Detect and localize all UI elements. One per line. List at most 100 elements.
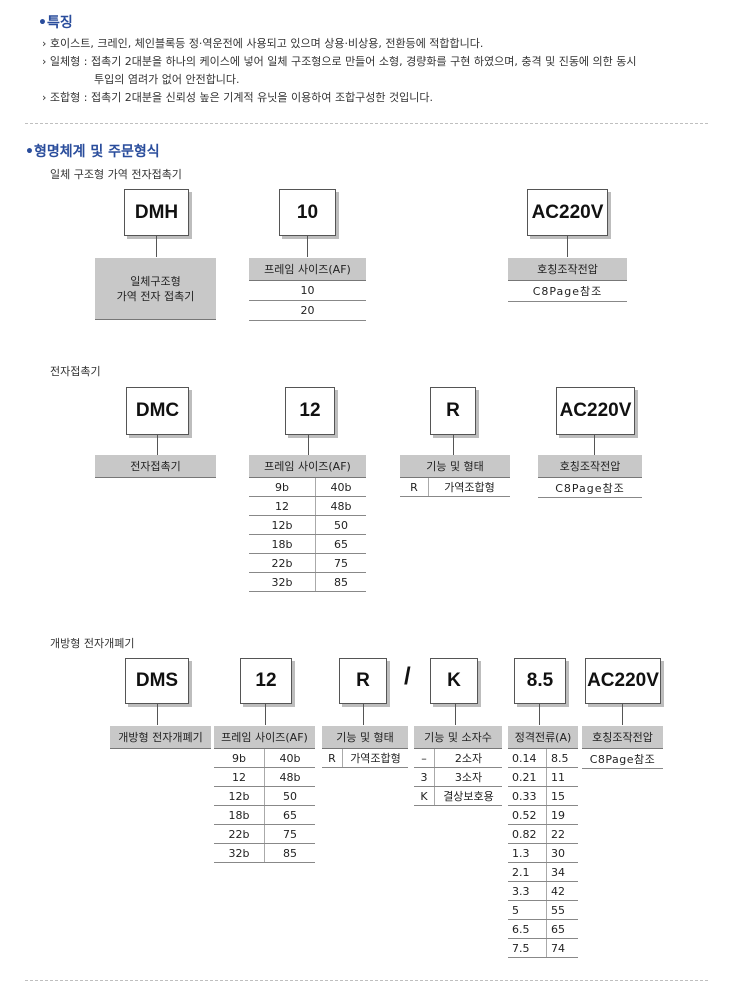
contactor-subtitle: 전자접촉기 xyxy=(50,365,101,378)
function-box: R xyxy=(430,387,476,435)
current-box: 8.5 xyxy=(514,658,566,704)
frame-cell: 32b xyxy=(249,572,316,592)
feature-line-3: › 조합형 : 접촉기 2대분을 신뢰성 높은 기계적 유닛을 이용하여 조합구… xyxy=(42,91,434,104)
function-code: R xyxy=(322,749,343,768)
connector xyxy=(265,703,266,725)
current-max: 55 xyxy=(546,900,578,920)
contacts-code: 3 xyxy=(414,767,435,787)
frame-cell: 75 xyxy=(315,553,366,573)
model-box-dmh: DMH xyxy=(124,189,189,236)
frame-cell: 12b xyxy=(249,515,316,535)
table-row: –2소자 xyxy=(414,749,502,768)
slash-separator: / xyxy=(404,663,411,690)
function-header: 기능 및 형태 xyxy=(400,455,510,478)
connector xyxy=(156,235,157,257)
connector xyxy=(567,235,568,257)
frame-cell: 9b xyxy=(214,749,265,768)
open-type-subtitle: 개방형 전자개폐기 xyxy=(50,637,135,650)
contacts-header: 기능 및 소자수 xyxy=(414,726,502,749)
frame-cell: 48b xyxy=(264,767,315,787)
feature-line-1: › 호이스트, 크레인, 체인블록등 정·역운전에 사용되고 있으며 상용·비상… xyxy=(42,37,484,50)
model-box-dms: DMS xyxy=(125,658,189,704)
current-header: 정격전류(A) xyxy=(508,726,578,749)
voltage-box: AC220V xyxy=(556,387,635,435)
connector xyxy=(594,434,595,455)
current-min: 0.52 xyxy=(508,805,547,825)
frame-cell: 12 xyxy=(214,767,265,787)
contacts-desc: 3소자 xyxy=(434,767,502,787)
frame-cell: 50 xyxy=(315,515,366,535)
frame-size-header: 프레임 사이즈(AF) xyxy=(249,258,366,281)
function-header: 기능 및 형태 xyxy=(322,726,408,749)
features-title: •특징 xyxy=(38,15,73,31)
connector xyxy=(622,703,623,725)
current-min: 7.5 xyxy=(508,938,547,958)
frame-cell: 40b xyxy=(264,749,315,768)
connector xyxy=(157,703,158,725)
current-min: 0.33 xyxy=(508,786,547,806)
frame-value: 10 xyxy=(249,281,366,301)
connector xyxy=(539,703,540,725)
connector xyxy=(307,235,308,257)
contacts-code: – xyxy=(414,749,435,768)
current-max: 74 xyxy=(546,938,578,958)
current-min: 0.14 xyxy=(508,749,547,768)
current-max: 19 xyxy=(546,805,578,825)
frame-cell: 40b xyxy=(315,478,366,497)
frame-cell: 48b xyxy=(315,496,366,516)
function-box: R xyxy=(339,658,387,704)
frame-cell: 75 xyxy=(264,824,315,844)
voltage-ref: C8Page참조 xyxy=(582,749,663,769)
feature-line-2-cont: 투입의 염려가 없어 안전합니다. xyxy=(94,73,240,86)
current-max: 65 xyxy=(546,919,578,939)
current-max: 8.5 xyxy=(546,749,578,768)
voltage-header: 호칭조작전압 xyxy=(582,726,663,749)
contactor-desc: 전자접촉기 xyxy=(95,455,216,478)
divider xyxy=(25,980,708,981)
frame-cell: 18b xyxy=(249,534,316,554)
feature-line-2: › 일체형 : 접촉기 2대분을 하나의 케이스에 넣어 일체 구조형으로 만들… xyxy=(42,55,637,68)
connector xyxy=(157,434,158,455)
voltage-box: AC220V xyxy=(527,189,608,236)
function-desc: 가역조합형 xyxy=(342,749,408,768)
model-box-dmc: DMC xyxy=(126,387,189,435)
frame-size-header: 프레임 사이즈(AF) xyxy=(214,726,315,749)
contacts-desc: 결상보호용 xyxy=(434,786,502,806)
current-max: 42 xyxy=(546,881,578,901)
current-min: 6.5 xyxy=(508,919,547,939)
current-min: 5 xyxy=(508,900,547,920)
current-min: 0.82 xyxy=(508,824,547,844)
current-min: 3.3 xyxy=(508,881,547,901)
contacts-box: K xyxy=(430,658,478,704)
voltage-ref: C8Page참조 xyxy=(508,281,627,302)
voltage-ref: C8Page참조 xyxy=(538,478,642,498)
open-type-desc: 개방형 전자개폐기 xyxy=(110,726,211,749)
voltage-box: AC220V xyxy=(585,658,661,704)
frame-box: 12 xyxy=(240,658,292,704)
frame-cell: 22b xyxy=(214,824,265,844)
